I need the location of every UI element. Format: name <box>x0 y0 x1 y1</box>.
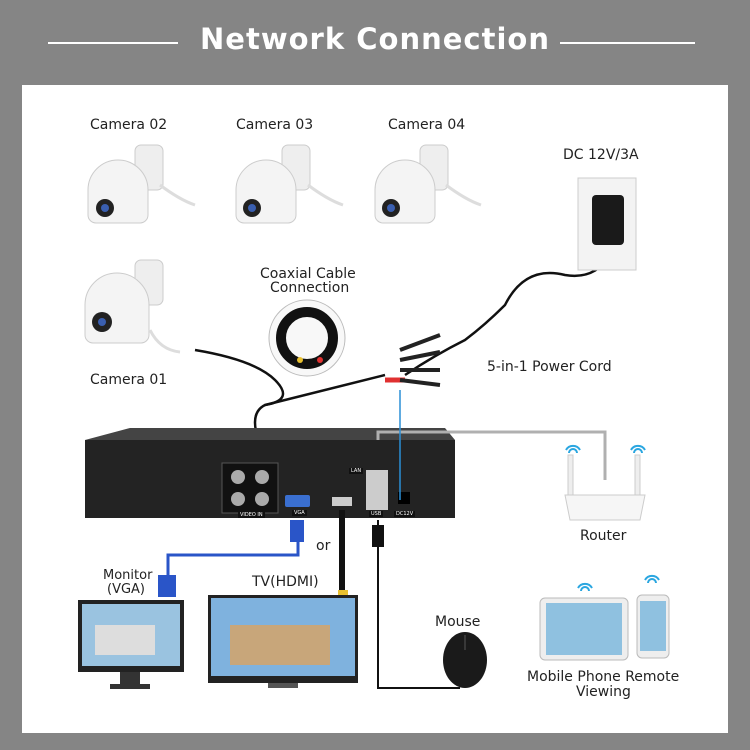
mobile-devices <box>539 574 670 661</box>
camera-02 <box>87 144 196 224</box>
port-label-vga: VGA <box>292 510 307 516</box>
port-label-lan: LAN <box>349 468 364 474</box>
page-title: Network Connection <box>200 22 550 56</box>
label-coaxial-1: Coaxial Cable <box>260 266 356 282</box>
label-camera-01: Camera 01 <box>90 372 168 388</box>
label-mouse: Mouse <box>435 614 481 630</box>
coaxial-cable-coil <box>268 299 346 377</box>
hdmi-tv <box>208 595 358 688</box>
vga-monitor <box>78 600 184 689</box>
label-power-adapter: DC 12V/3A <box>563 147 639 163</box>
label-coaxial-2: Connection <box>270 280 350 296</box>
camera-03 <box>235 144 344 224</box>
label-monitor-2: (VGA) <box>107 582 146 597</box>
title-rule-left <box>48 42 178 44</box>
mouse <box>443 632 487 688</box>
port-label-usb: USB <box>369 511 384 517</box>
router <box>564 444 646 521</box>
label-monitor-1: Monitor <box>103 568 153 583</box>
label-tv: TV(HDMI) <box>252 574 319 590</box>
title-rule-right <box>560 42 695 44</box>
label-power-cord: 5-in-1 Power Cord <box>487 359 612 375</box>
label-camera-02: Camera 02 <box>90 117 168 133</box>
label-mobile-1: Mobile Phone Remote <box>527 669 680 685</box>
label-camera-03: Camera 03 <box>236 117 314 133</box>
label-or: or <box>316 538 331 554</box>
camera-04 <box>374 144 482 224</box>
label-router: Router <box>580 528 627 544</box>
label-camera-04: Camera 04 <box>388 117 466 133</box>
power-adapter <box>577 177 637 271</box>
port-label-dc: DC12V <box>394 511 416 517</box>
port-label-video-in: VIDEO IN <box>238 512 265 518</box>
camera-01 <box>84 259 181 354</box>
label-mobile-2: Viewing <box>576 684 631 700</box>
